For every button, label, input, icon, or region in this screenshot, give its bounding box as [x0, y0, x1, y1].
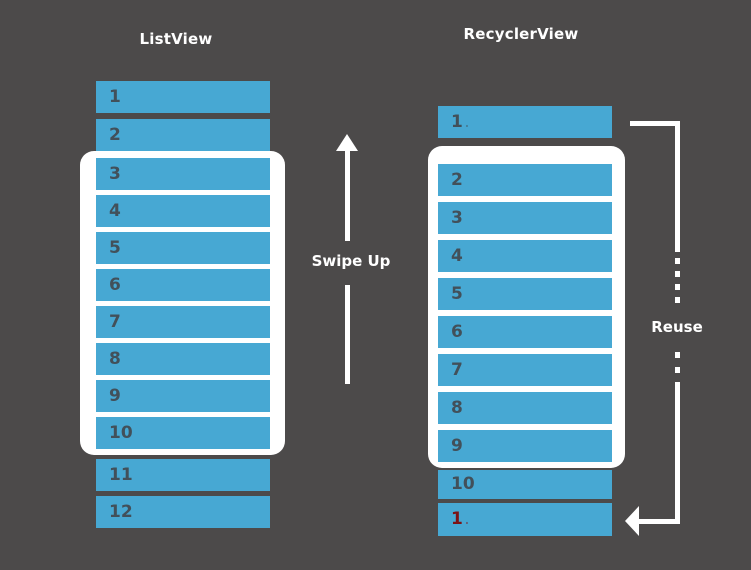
recyclerview-row-1: 1.	[438, 106, 612, 138]
reuse-path-dash	[675, 352, 680, 358]
listview-row-6: 6	[96, 269, 270, 301]
listview-row-10: 10	[96, 417, 270, 449]
reuse-path-vertical-solid-upper	[675, 121, 680, 252]
recyclerview-row-10: 10	[438, 470, 612, 499]
listview-row-5: 5	[96, 232, 270, 264]
swipe-up-arrow-shaft-lower	[345, 285, 350, 384]
recyclerview-row-7: 7	[438, 354, 612, 386]
listview-row-7: 7	[96, 306, 270, 338]
listview-title: ListView	[139, 30, 213, 48]
recyclerview-recycled-row-label: 1	[451, 509, 463, 529]
reuse-path-vertical-solid-lower	[675, 382, 680, 524]
recyclerview-row-9: 9	[438, 430, 612, 462]
recyclerview-row-8: 8	[438, 392, 612, 424]
reuse-path-dash	[675, 258, 680, 264]
reuse-path-bottom-horizontal	[639, 519, 680, 524]
reuse-arrowhead-icon	[625, 506, 639, 536]
recyclerview-row-1-label: 1	[451, 112, 463, 132]
recyclerview-title: RecyclerView	[463, 25, 579, 43]
recyclerview-row-2: 2	[438, 164, 612, 196]
reuse-label: Reuse	[651, 318, 703, 336]
listview-row-1: 1	[96, 81, 270, 113]
reuse-path-top-horizontal	[630, 121, 680, 126]
recyclerview-row-6: 6	[438, 316, 612, 348]
recyclerview-row-4: 4	[438, 240, 612, 272]
swipe-up-arrowhead-icon	[336, 134, 358, 151]
recyclerview-recycled-row: 1.	[438, 503, 612, 536]
listview-row-2: 2	[96, 119, 270, 151]
listview-row-9: 9	[96, 380, 270, 412]
reuse-path-dash	[675, 367, 680, 373]
recyclerview-recycled-row-dot: .	[464, 514, 470, 527]
recyclerview-row-1-dot: .	[464, 117, 470, 130]
recyclerview-row-3: 3	[438, 202, 612, 234]
listview-row-3: 3	[96, 158, 270, 190]
recyclerview-row-5: 5	[438, 278, 612, 310]
listview-row-4: 4	[96, 195, 270, 227]
listview-row-8: 8	[96, 343, 270, 375]
reuse-path-dash	[675, 271, 680, 277]
listview-row-12: 12	[96, 496, 270, 528]
swipe-up-arrow-shaft-upper	[345, 150, 350, 241]
swipe-up-label: Swipe Up	[311, 252, 391, 270]
reuse-path-dash	[675, 284, 680, 290]
listview-row-11: 11	[96, 459, 270, 491]
reuse-path-dash	[675, 297, 680, 303]
